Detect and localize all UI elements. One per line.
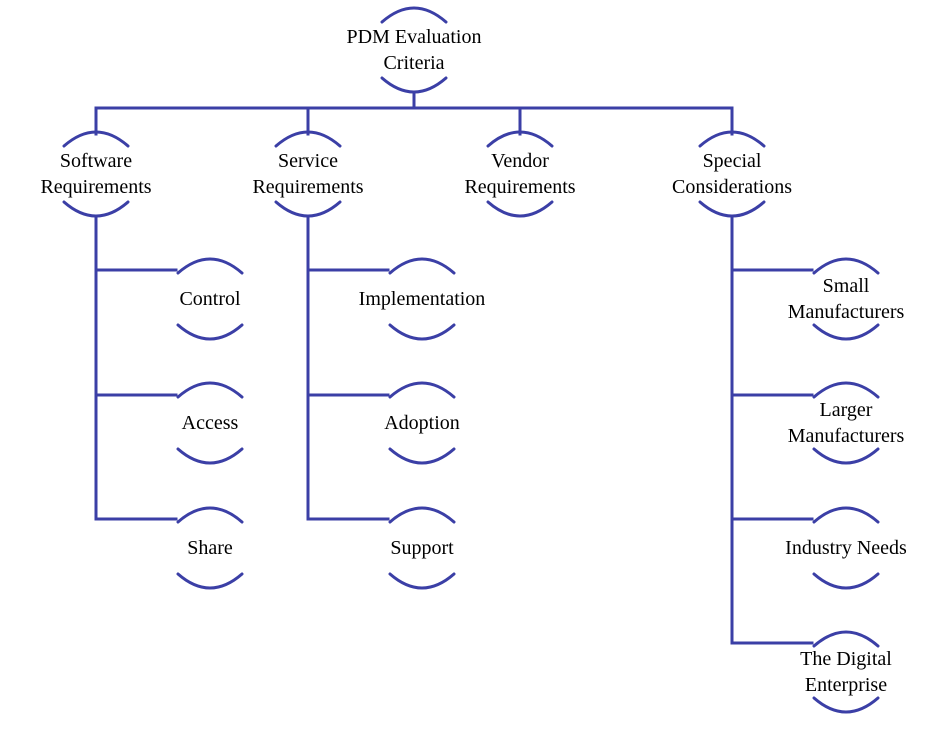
root-label-line-1: PDM Evaluation <box>346 26 482 48</box>
special-child-3-bottom-arc <box>812 696 880 714</box>
software-child-1-bottom-arc <box>176 447 244 465</box>
category-node-2-bottom-arc <box>486 200 554 218</box>
category-label-line-2: Requirements <box>252 176 364 198</box>
child-node-adoption: Adoption <box>322 410 522 436</box>
category-label-line-1: Vendor <box>491 150 549 172</box>
software-child-1-top-arc <box>176 381 244 399</box>
software-child-2-top-arc <box>176 506 244 524</box>
category-node-0-top-arc <box>62 130 130 148</box>
category-service-requirements: Service Requirements <box>208 148 408 200</box>
child-label: Support <box>390 537 454 559</box>
child-label-line-1: Small <box>822 275 870 297</box>
child-label: Implementation <box>358 288 486 310</box>
category-label-line-1: Service <box>278 150 338 172</box>
special-child-2-top-arc <box>812 506 880 524</box>
child-label-line-2: Manufacturers <box>787 425 905 447</box>
child-node-access: Access <box>110 410 310 436</box>
special-child-0-top-arc <box>812 257 880 275</box>
child-node-industry-needs: Industry Needs <box>746 535 929 561</box>
special-child-3-top-arc <box>812 630 880 648</box>
child-label: Share <box>187 537 233 559</box>
child-label: Industry Needs <box>785 537 907 559</box>
category-special-considerations: Special Considerations <box>632 148 832 200</box>
child-label: Control <box>179 288 241 310</box>
service-child-2-bottom-arc <box>388 572 456 590</box>
root-node-bottom-arc <box>380 76 448 94</box>
root-label-line-2: Criteria <box>383 52 445 74</box>
category-label-line-2: Requirements <box>40 176 152 198</box>
child-node-share: Share <box>110 535 310 561</box>
category-label-line-1: Special <box>702 150 762 172</box>
child-node-small-manufacturers: Small Manufacturers <box>746 273 929 325</box>
child-label-line-1: Larger <box>819 399 873 421</box>
category-label-line-1: Software <box>59 150 133 172</box>
software-child-2-bottom-arc <box>176 572 244 590</box>
child-node-implementation: Implementation <box>322 286 522 312</box>
category-vendor-requirements: Vendor Requirements <box>420 148 620 200</box>
child-label: Access <box>181 412 239 434</box>
service-child-2-top-arc <box>388 506 456 524</box>
service-child-1-top-arc <box>388 381 456 399</box>
child-label: Adoption <box>384 412 460 434</box>
special-child-2-bottom-arc <box>812 572 880 590</box>
child-node-the-digital-enterprise: The Digital Enterprise <box>746 646 929 698</box>
root-node-top-arc <box>380 6 448 24</box>
category-node-3-bottom-arc <box>698 200 766 218</box>
child-label-line-2: Enterprise <box>804 674 888 696</box>
category-node-0-bottom-arc <box>62 200 130 218</box>
category-node-1-bottom-arc <box>274 200 342 218</box>
software-child-0-top-arc <box>176 257 244 275</box>
child-node-support: Support <box>322 535 522 561</box>
child-label-line-1: The Digital <box>800 648 892 670</box>
special-child-0-bottom-arc <box>812 323 880 341</box>
category-label-line-2: Requirements <box>464 176 576 198</box>
service-child-1-bottom-arc <box>388 447 456 465</box>
service-child-0-bottom-arc <box>388 323 456 341</box>
root-node-label: PDM Evaluation Criteria <box>314 24 514 76</box>
special-child-1-bottom-arc <box>812 447 880 465</box>
child-label-line-2: Manufacturers <box>787 301 905 323</box>
software-child-0-bottom-arc <box>176 323 244 341</box>
category-node-2-top-arc <box>486 130 554 148</box>
category-label-line-2: Considerations <box>672 176 792 198</box>
category-node-3-top-arc <box>698 130 766 148</box>
special-child-1-top-arc <box>812 381 880 399</box>
category-node-1-top-arc <box>274 130 342 148</box>
child-node-larger-manufacturers: Larger Manufacturers <box>746 397 929 449</box>
service-child-0-top-arc <box>388 257 456 275</box>
child-node-control: Control <box>110 286 310 312</box>
category-software-requirements: Software Requirements <box>0 148 196 200</box>
